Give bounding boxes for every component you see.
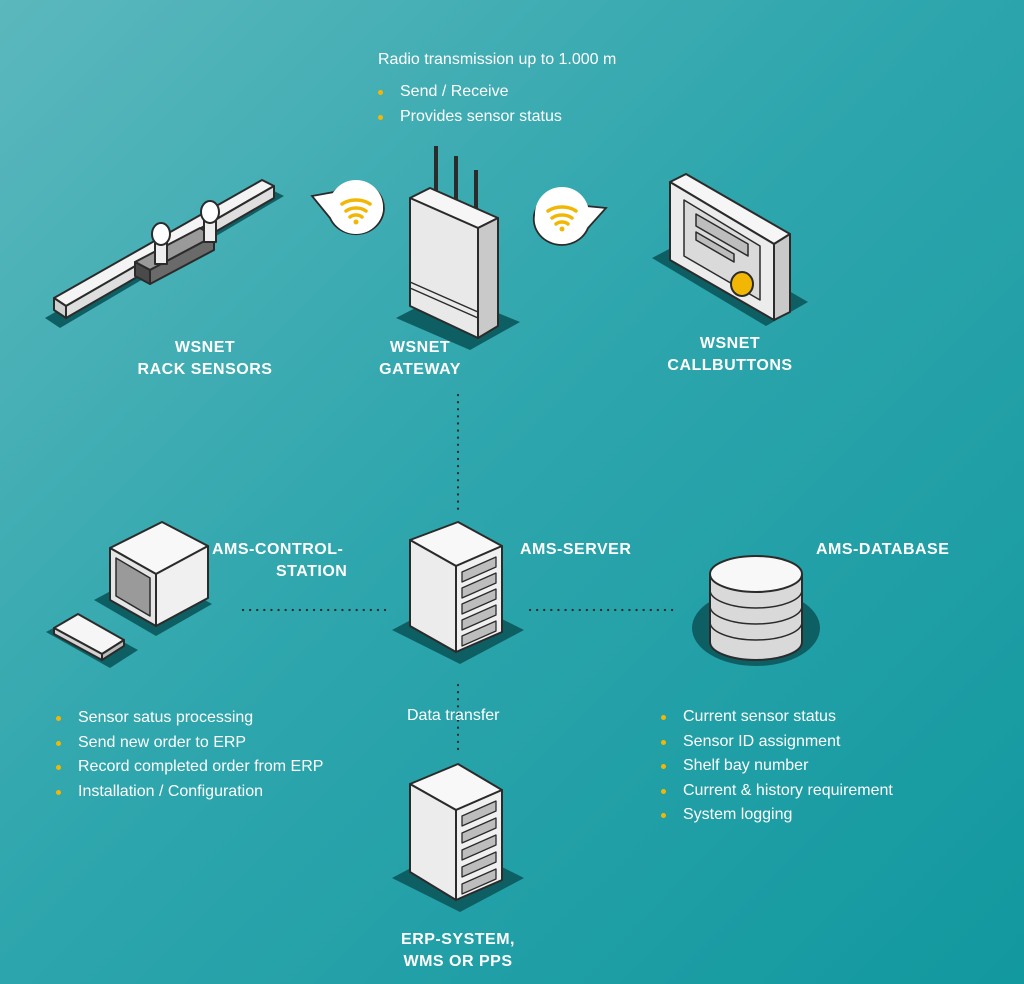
- control-station-features-list: Sensor satus processing Send new order t…: [54, 706, 323, 804]
- list-item: Record completed order from ERP: [54, 755, 323, 780]
- list-item: Sensor satus processing: [54, 706, 323, 731]
- ams-server-device: [392, 521, 524, 664]
- list-item: Current & history requirement: [659, 779, 893, 804]
- list-item: Current sensor status: [659, 705, 893, 730]
- ams-server-label: AMS-SERVER: [520, 541, 632, 558]
- radio-features-list: Send / Receive Provides sensor status: [376, 80, 562, 129]
- wifi-signal-icon: [532, 187, 608, 246]
- database-device: [692, 555, 820, 666]
- list-item: Send new order to ERP: [54, 731, 323, 756]
- erp-system-label: ERP-SYSTEM, WMS OR PPS: [401, 931, 515, 970]
- callbuttons-label: WSNET CALLBUTTONS: [667, 335, 793, 374]
- database-features-list: Current sensor status Sensor ID assignme…: [659, 705, 893, 828]
- list-item: Send / Receive: [376, 80, 562, 105]
- gateway-device: [396, 146, 520, 350]
- list-item: System logging: [659, 803, 893, 828]
- radio-transmission-title: Radio transmission up to 1.000 m: [378, 51, 617, 68]
- control-station-label: AMS-CONTROL- STATION: [212, 541, 348, 580]
- callbutton-device: [652, 173, 808, 326]
- erp-server-device: [392, 763, 524, 912]
- list-item: Provides sensor status: [376, 105, 562, 130]
- wifi-signal-icon: [310, 180, 385, 236]
- control-station-device: [46, 521, 212, 668]
- list-item: Installation / Configuration: [54, 780, 323, 805]
- connection-lines: [241, 393, 677, 754]
- list-item: Sensor ID assignment: [659, 730, 893, 755]
- gateway-label: WSNET GATEWAY: [379, 339, 461, 378]
- data-transfer-label: Data transfer: [407, 707, 500, 724]
- rack-sensors-label: WSNET RACK SENSORS: [137, 339, 273, 378]
- rack-sensor-device: [45, 179, 284, 328]
- list-item: Shelf bay number: [659, 754, 893, 779]
- ams-database-label: AMS-DATABASE: [816, 541, 950, 558]
